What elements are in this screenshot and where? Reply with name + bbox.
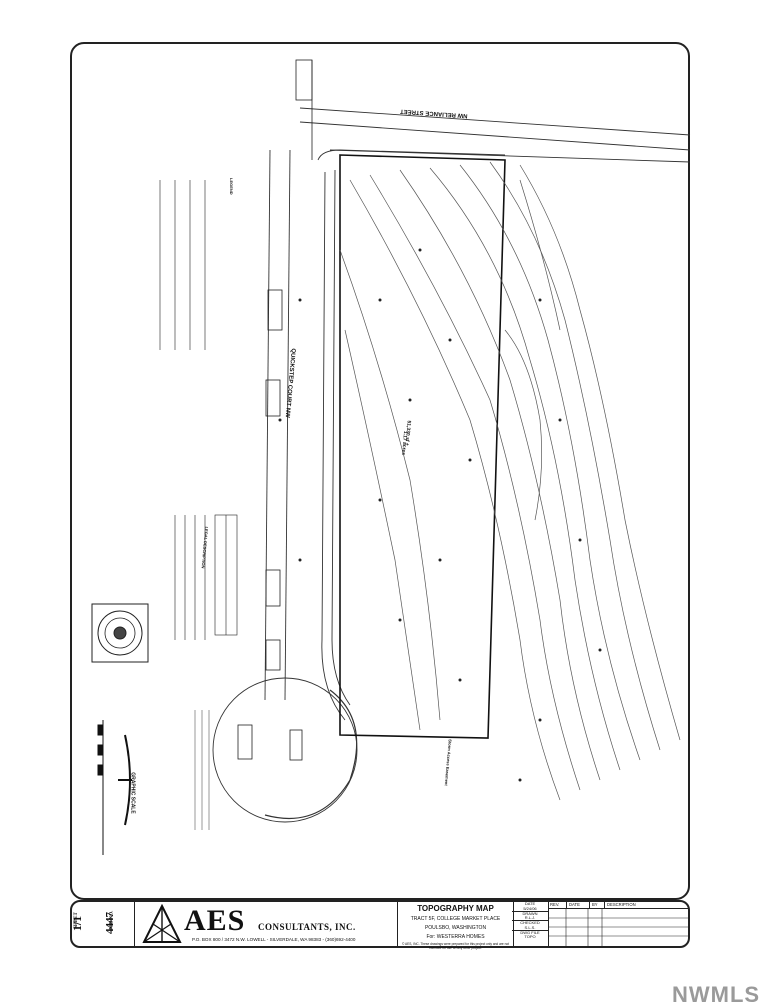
project-line-3: For: WESTERRA HOMES xyxy=(426,934,485,940)
rev-by-col: BY xyxy=(590,902,605,908)
map-title: TOPOGRAPHY MAP xyxy=(417,904,494,913)
project-line-2: POULSBO, WASHINGTON xyxy=(424,925,487,931)
map-sheet xyxy=(70,42,690,900)
quickstep-court-lines xyxy=(264,149,506,721)
utility-symbols xyxy=(237,59,313,761)
drawing-notes xyxy=(194,710,210,830)
copyright-note: © AES, INC. These drawings were prepared… xyxy=(402,942,509,950)
legend-title: LEGEND xyxy=(229,178,234,195)
company-suffix: CONSULTANTS, INC. xyxy=(258,922,356,932)
company-address: P.O. BOX 800 / 3472 N.W. LOWELL - SILVER… xyxy=(192,937,356,942)
contour-lines xyxy=(339,161,681,801)
title-block: SHEET 1/1 JOB NO. 4447 AES CONSULTANTS, … xyxy=(70,900,690,950)
surveyor-seal xyxy=(91,603,149,663)
reliance-street-lines xyxy=(299,107,691,163)
project-line-1: TRACT 5F, COLLEGE MARKET PLACE xyxy=(410,916,501,922)
graphic-scale xyxy=(97,720,132,855)
job-number: 4447 xyxy=(104,912,116,934)
legend: LEGEND xyxy=(159,178,234,350)
cul-de-sac-curb xyxy=(264,689,358,819)
scale-label: GRAPHIC SCALE xyxy=(129,772,136,814)
revision-header: REV. DATE BY DESCRIPTION xyxy=(548,902,688,909)
rev-col: REV. xyxy=(548,902,567,908)
legal-description xyxy=(174,514,238,640)
company-logo xyxy=(142,904,182,943)
sheet-number: 1/1 xyxy=(70,915,85,932)
revision-table: REV. DATE BY DESCRIPTION xyxy=(548,902,688,947)
project-title-cell: TOPOGRAPHY MAP TRACT 5F, COLLEGE MARKET … xyxy=(397,902,514,950)
parcel-boundary xyxy=(339,154,506,739)
nwmls-watermark: NWMLS xyxy=(672,982,761,1007)
rev-desc-col: DESCRIPTION xyxy=(607,902,636,907)
rev-date-col: DATE xyxy=(567,902,590,908)
job-sheet-cell: SHEET 1/1 JOB NO. 4447 xyxy=(70,902,135,946)
company-name: AES xyxy=(184,904,246,937)
spot-elevations xyxy=(278,248,602,782)
revision-grid xyxy=(548,909,688,947)
